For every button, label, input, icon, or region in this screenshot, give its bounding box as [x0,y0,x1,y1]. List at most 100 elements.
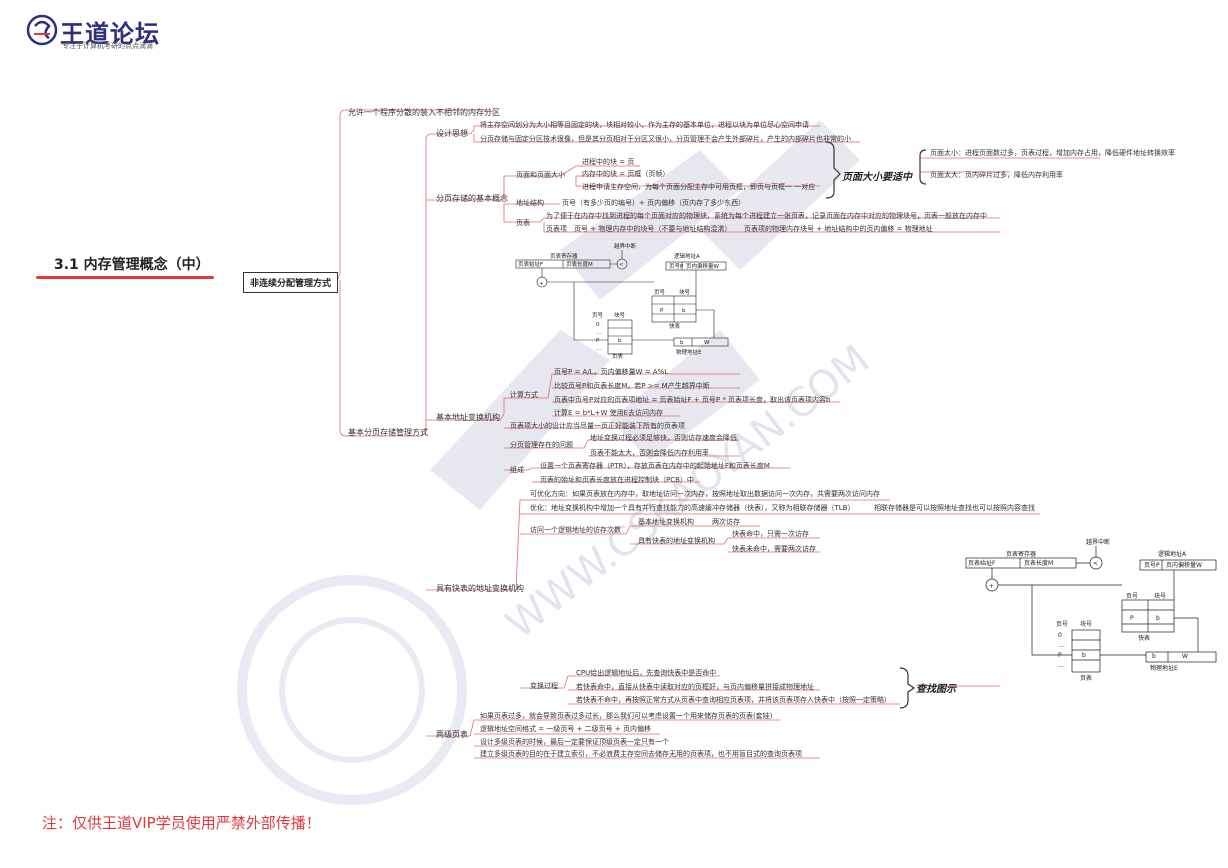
tlb-optimize-dir: 可优化方向：如果页表放在内存中，取地址访问一次内存，按照地址取出数据访问一次内存… [530,490,880,498]
page-size-side-1: 页面太小：进程页面数过多，页表过程，增加内存占用，降低硬件地址转换效率 [930,149,1175,157]
d2-phys-1: b [1152,653,1156,660]
d2-tlb-r2: b [1156,615,1160,622]
d1-pt-h1: 页号 [592,312,604,319]
problem-item-2: 页表不能太大，否则会降低内存利用率 [590,449,709,457]
main-node: 非连续分配管理方式 [243,272,339,293]
multilevel-item-4: 建立多级页表的目的在于建立索引，不必浪费主存空间去储存无用的页表项，也不用盲目式… [480,750,802,758]
access-basic: 基本地址变换机构 [638,518,694,526]
node-access: 访问一个逻辑地址的访存次数 [530,526,621,534]
page-table-entry-label: 页表项 [546,225,567,233]
process-note: 查找图示 [916,684,956,695]
logo-icon [26,14,58,46]
node-components: 组成 [510,466,524,474]
d1-pt-label: 页表 [612,352,624,360]
d1-tlb-label: 快表 [669,322,681,330]
multilevel-item-2: 逻辑地址空间格式 = 一级页号 + 二级页号 + 页内偏移 [480,725,651,733]
calc-item-4: 计算E = b*L+W 使用E去访问内存 [554,409,664,417]
d2-ptr-field-1: 页表始址F [968,559,996,567]
d1-plus: + [539,281,544,287]
d2-pt-h2: 块号 [1080,620,1092,628]
d2-pt-r1: … [1058,642,1064,649]
calc-item-2: 比较页号P和页表长度M，若P >= M产生越界中断 [554,382,710,390]
d1-pt-r1: … [596,330,602,336]
d1-phys-2: W [704,340,710,346]
multilevel-item-3: 设计多级页表的时候，最后一定要保证顶级页表一定只有一个 [480,738,669,746]
d1-ptr-field-1: 页表始址F [518,260,543,268]
process-item-3: 若快表不命中，再按照正常方式从页表中查询相应页表项，并将该页表项存入快表中（按照… [576,696,891,704]
process-item-2: 若快表命中，直接从快表中读取对应的页框好，与页内偏移量拼接成物理地址 [576,683,814,691]
d1-pt-r3: … [596,346,602,352]
d2-logical-field-2: 页内偏移量W [1166,561,1202,569]
access-basic-count: 两次访存 [712,518,740,526]
d2-phys-label: 物理地址E [1150,664,1178,672]
access-hit: 快表命中，只需一次访存 [732,530,809,538]
calc-item-1: 页号P = A/L，页内偏移量W = A%L [554,368,669,376]
design-item-1: 将主存空间划分为大小相等且固定的块，块相对较小，作为主存的基本单位，进程以块为单… [480,121,809,129]
access-with-tlb: 具有快表的地址变换机构 [638,537,715,545]
d2-plus: + [989,583,994,590]
node-addr-struct: 地址结构 [516,199,544,207]
d2-logical-label: 逻辑地址A [1158,550,1187,558]
brand-title: 王道论坛 [60,20,160,48]
d2-tlb-h1: 页号 [1126,593,1138,600]
page-size-note: 页面大小要适中 [842,172,912,183]
d1-tlb-r1: P [660,308,664,314]
page-table-text: 为了便于在内存中找到进程的每个页面对应的物理块，系统为每个进程建立一张页表，记录… [546,212,987,220]
page-size-item-1: 进程中的块 = 页 [582,158,635,166]
d1-tlb-h2: 块号 [679,288,691,296]
d1-logical-label: 逻辑地址A [674,252,700,260]
access-miss: 快表未命中，需要两次访存 [732,545,816,553]
node-page-size: 页面和页面大小 [516,171,565,179]
page-size-item-2: 内存中的块 = 页框（页帧） [582,170,670,178]
d1-phys-label: 物理地址E [676,348,702,356]
node-translation: 基本地址变换机构 [436,413,500,422]
page-table-addr-text: 页表项的物理内存块号 + 地址结构中的页内偏移 = 物理地址 [744,225,933,233]
node-problems: 分页管理存在的问题 [510,441,573,449]
component-item-1: 设置一个页表寄存器（PTR），存放页表在内存中的起始地址F和页表长度M [540,462,770,470]
d1-ptr-label: 页表寄存器 [550,252,578,260]
d2-pt-b: b [1082,652,1086,659]
node-concepts: 分页存储的基本概念 [436,194,508,203]
process-item-1: CPU给出逻辑地址后，先查询快表中是否命中 [576,669,717,677]
d1-pt-r0: 0 [596,322,600,328]
d1-ptr-field-2: 页表长度M [566,260,593,268]
footer-note: 注：仅供王道VIP学员使用严禁外部传播！ [42,814,321,832]
d1-tlb-h1: 页号 [654,289,666,296]
calc-item-3: 页表中页号P对应的页表项地址 = 页表始址F + 页号P * 页表项长度，取出该… [554,396,831,404]
d2-pt-r2: P [1058,652,1062,659]
node-basic-paging: 基本分页存储管理方式 [348,428,428,437]
component-item-2: 页表的始址和页表长度放在进程控制块（PCB）中 [540,476,694,484]
addr-struct-text: 页号（有多少页的编号）+ 页内偏移（页内存了多少东西） [562,199,746,207]
d1-phys-1: b [680,340,684,346]
page-size-side-2: 页面太大：页内碎片过多，降低内存利用率 [930,171,1063,179]
problem-item-1: 地址变换过程必须足够快，否则访存速度会降低 [590,434,737,442]
node-tlb: 具有快表的地址变换机构 [436,584,524,593]
node-intro: 允许一个程序分散的装入不相邻的内存分区 [348,108,500,117]
node-calc: 计算方式 [510,391,538,399]
d2-pt-label: 页表 [1080,674,1092,682]
d2-phys-2: W [1182,653,1188,660]
d1-logical-field-2: 页内偏移量W [686,262,720,270]
node-multilevel: 两级页表 [436,730,468,739]
d2-pt-r0: 0 [1058,632,1062,639]
d1-tlb-r2: b [682,308,686,314]
d2-interrupt: 越界中断 [1086,538,1110,546]
design-item-2: 分页存储与固定分区技术很像，但是其分页相对于分区又很小，分页管理不会产生外部碎片… [480,135,851,143]
d2-ptr-field-2: 页表长度M [1024,559,1053,567]
d1-interrupt: 越界中断 [614,242,637,250]
d2-cmp: < [1093,560,1098,567]
d2-ptr-label: 页表寄存器 [1006,550,1036,558]
page-size-item-3: 进程申请主存空间，为每个页面分配主存中可用页框，即页与页框一 一对应 [582,183,816,191]
page-table-entry-text: 页号 + 物理内存中的块号（不要与地址结构混淆） [574,225,732,233]
address-translation-diagram: 越界中断 页表寄存器 页表始址F 页表长度M 逻辑地址A 页号P 页内偏移量W … [515,242,729,360]
brand-slogan: 专注于计算机考研的点点滴滴 [62,42,153,50]
d2-pt-r3: … [1058,662,1064,669]
d1-logical-field-1: 页号P [669,263,684,270]
d2-tlb-h2: 块号 [1154,592,1166,600]
tlb-assoc: 相联存储器是可以按照地址查找也可以按照内容查找 [874,504,1035,512]
d1-cmp: < [619,262,624,268]
d1-pt-b: b [618,338,622,344]
tlb-lookup-diagram: 越界中断 页表寄存器 页表始址F 页表长度M 逻辑地址A 页号P 页内偏移量W … [965,538,1217,682]
chapter-title: 3.1 内存管理概念（中） [54,257,210,273]
